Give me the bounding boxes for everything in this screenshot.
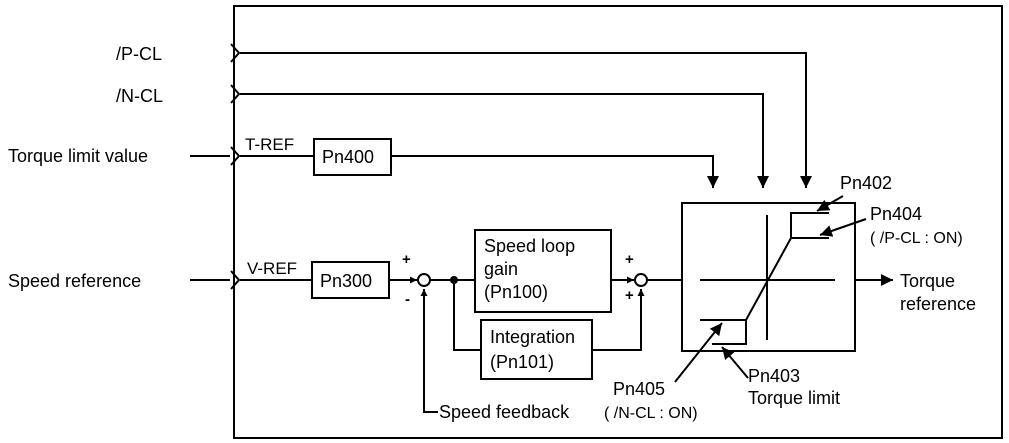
terminal-v-ref — [230, 270, 241, 290]
summing-torque-plus-top: + — [625, 251, 634, 268]
limiter-curve — [745, 237, 792, 321]
block-speed-loop-gain-line3: (Pn100) — [484, 282, 548, 302]
terminal-t-ref — [230, 146, 241, 166]
summing-speed-plus: + — [402, 251, 411, 268]
pn405-pointer — [674, 322, 723, 383]
pn403-pointer — [721, 346, 749, 379]
label-pn402: Pn402 — [840, 173, 892, 193]
label-pn405-condition: ( /N-CL : ON) — [604, 405, 698, 422]
signal-v-ref: V-REF — [247, 259, 297, 278]
label-pn405: Pn405 — [613, 379, 665, 399]
terminal-n-cl — [230, 84, 241, 104]
t-ref-line — [391, 155, 719, 188]
limiter-upper-step — [790, 212, 829, 239]
block-speed-loop-gain-line1: Speed loop — [484, 236, 575, 256]
block-speed-loop-gain — [474, 229, 612, 313]
pn402-pointer — [816, 195, 844, 212]
input-label-speed-reference: Speed reference — [8, 271, 141, 291]
n-cl-line — [240, 93, 769, 188]
speed-feedback-label: Speed feedback — [439, 402, 570, 422]
signal-t-ref: T-REF — [245, 135, 294, 154]
servopack-frame — [233, 5, 1003, 439]
block-pn300-label: Pn300 — [320, 271, 372, 291]
summing-junction-speed — [417, 273, 431, 287]
terminal-p-cl — [230, 43, 241, 63]
label-pn404-condition: ( /P-CL : ON) — [870, 230, 963, 247]
summing-speed-minus: - — [405, 291, 410, 308]
label-pn403: Pn403 — [748, 366, 800, 386]
p-cl-line — [240, 52, 812, 188]
limiter-lower-step — [700, 319, 747, 345]
speed-feedback-line — [420, 289, 438, 413]
summing-torque-plus-bottom: + — [625, 287, 634, 304]
summing-junction-torque — [634, 273, 648, 287]
block-integration-line2: (Pn101) — [490, 352, 554, 372]
output-label-line1: Torque — [900, 271, 955, 291]
label-pn404: Pn404 — [870, 204, 922, 224]
input-label-p-cl: /P-CL — [116, 44, 162, 64]
input-label-torque-limit-value: Torque limit value — [8, 146, 148, 166]
block-speed-loop-gain-line2: gain — [484, 259, 518, 279]
block-integration-line1: Integration — [490, 327, 575, 347]
input-label-n-cl: /N-CL — [116, 86, 163, 106]
label-torque-limit: Torque limit — [748, 388, 840, 408]
pn404-pointer — [819, 218, 867, 237]
block-pn300 — [311, 261, 390, 299]
output-label-line2: reference — [900, 294, 976, 314]
block-pn400-label: Pn400 — [322, 147, 374, 167]
